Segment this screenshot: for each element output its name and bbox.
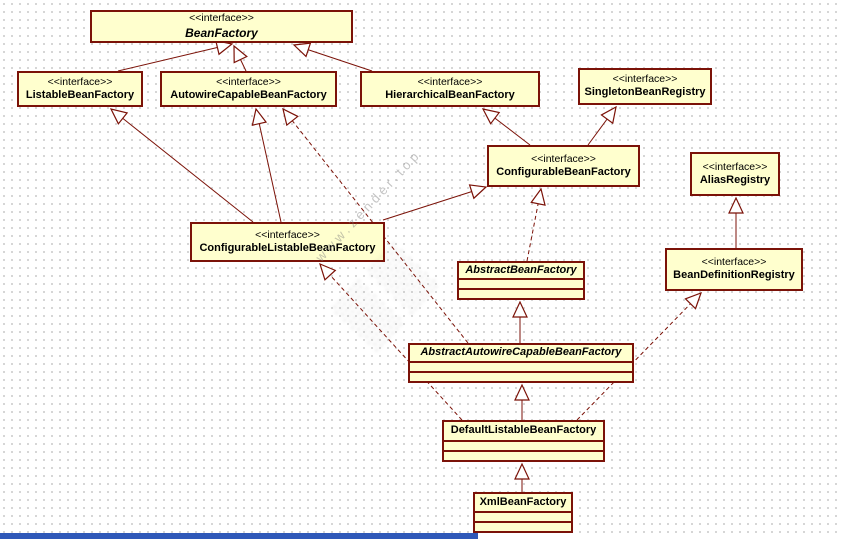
class-name: BeanDefinitionRegistry xyxy=(673,269,795,282)
class-node-beandefinitionregistry: <<interface>> BeanDefinitionRegistry xyxy=(665,248,803,291)
class-node-abstractbeanfactory: AbstractBeanFactory xyxy=(457,261,585,300)
class-node-beanfactory: <<interface>> BeanFactory xyxy=(90,10,353,43)
stereotype-label: <<interface>> xyxy=(255,228,320,241)
stereotype-label: <<interface>> xyxy=(216,75,281,88)
class-node-listablebeanfactory: <<interface>> ListableBeanFactory xyxy=(17,71,143,107)
edge-autowirecapablebeanfactory-extends-beanfactory xyxy=(233,44,248,72)
window-bottom-edge xyxy=(0,533,478,539)
class-node-aliasregistry: <<interface>> AliasRegistry xyxy=(690,152,780,196)
stereotype-label: <<interface>> xyxy=(47,75,113,88)
class-name: SingletonBeanRegistry xyxy=(584,86,706,99)
class-name: DefaultListableBeanFactory xyxy=(450,424,597,437)
operations-compartment xyxy=(410,371,632,381)
edge-abstractbeanfactory-implements-configurablebeanfactory xyxy=(526,187,546,262)
class-node-autowirecapablebeanfactory: <<interface>> AutowireCapableBeanFactory xyxy=(160,71,337,107)
operations-compartment xyxy=(459,288,583,298)
attributes-compartment xyxy=(410,361,632,371)
class-name: HierarchicalBeanFactory xyxy=(385,88,515,101)
stereotype-label: <<interface>> xyxy=(702,160,768,173)
edge-configurablebeanfactory-extends-hierarchicalbeanfactory xyxy=(481,108,531,146)
class-name: AbstractBeanFactory xyxy=(465,263,577,276)
edge-configurablelistablebeanfactory-extends-configurablebeanfactory xyxy=(382,184,488,221)
class-node-configurablebeanfactory: <<interface>> ConfigurableBeanFactory xyxy=(487,145,640,187)
edge-defaultlistablebeanfactory-implements-configurablelistablebeanfactory xyxy=(319,262,463,421)
class-name: AliasRegistry xyxy=(699,173,771,186)
edge-listablebeanfactory-extends-beanfactory xyxy=(117,39,234,72)
attributes-compartment xyxy=(475,511,571,521)
operations-compartment xyxy=(444,450,603,460)
attributes-compartment xyxy=(459,278,583,288)
edge-defaultlistablebeanfactory-implements-beandefinitionregistry xyxy=(576,291,702,421)
class-name: XmlBeanFactory xyxy=(479,495,567,508)
edge-configurablelistablebeanfactory-extends-autowirecapablebeanfactory xyxy=(251,107,282,223)
class-name: ConfigurableBeanFactory xyxy=(496,165,631,178)
class-node-xmlbeanfactory: XmlBeanFactory xyxy=(473,492,573,533)
edge-configurablelistablebeanfactory-extends-listablebeanfactory xyxy=(109,108,254,223)
class-name: AbstractAutowireCapableBeanFactory xyxy=(420,346,622,359)
class-name: ListableBeanFactory xyxy=(25,88,135,101)
stereotype-label: <<interface>> xyxy=(701,256,767,269)
stereotype-label: <<interface>> xyxy=(417,75,483,88)
edge-hierarchicalbeanfactory-extends-beanfactory xyxy=(292,42,373,72)
class-name: BeanFactory xyxy=(185,25,258,40)
stereotype-label: <<interface>> xyxy=(189,12,254,25)
class-node-configurablelistablebeanfactory: <<interface>> ConfigurableListableBeanFa… xyxy=(190,222,385,262)
operations-compartment xyxy=(475,521,571,531)
class-node-singletonbeanregistry: <<interface>> SingletonBeanRegistry xyxy=(578,68,712,105)
stereotype-label: <<interface>> xyxy=(531,152,596,165)
class-node-hierarchicalbeanfactory: <<interface>> HierarchicalBeanFactory xyxy=(360,71,540,107)
class-name: ConfigurableListableBeanFactory xyxy=(199,241,376,254)
class-name: AutowireCapableBeanFactory xyxy=(170,88,327,101)
edge-configurablebeanfactory-extends-singletonbeanregistry xyxy=(587,105,617,146)
class-node-defaultlistablebeanfactory: DefaultListableBeanFactory xyxy=(442,420,605,462)
attributes-compartment xyxy=(444,440,603,450)
class-node-abstractautowirecapablebeanfactory: AbstractAutowireCapableBeanFactory xyxy=(408,343,634,383)
stereotype-label: <<interface>> xyxy=(612,73,678,86)
